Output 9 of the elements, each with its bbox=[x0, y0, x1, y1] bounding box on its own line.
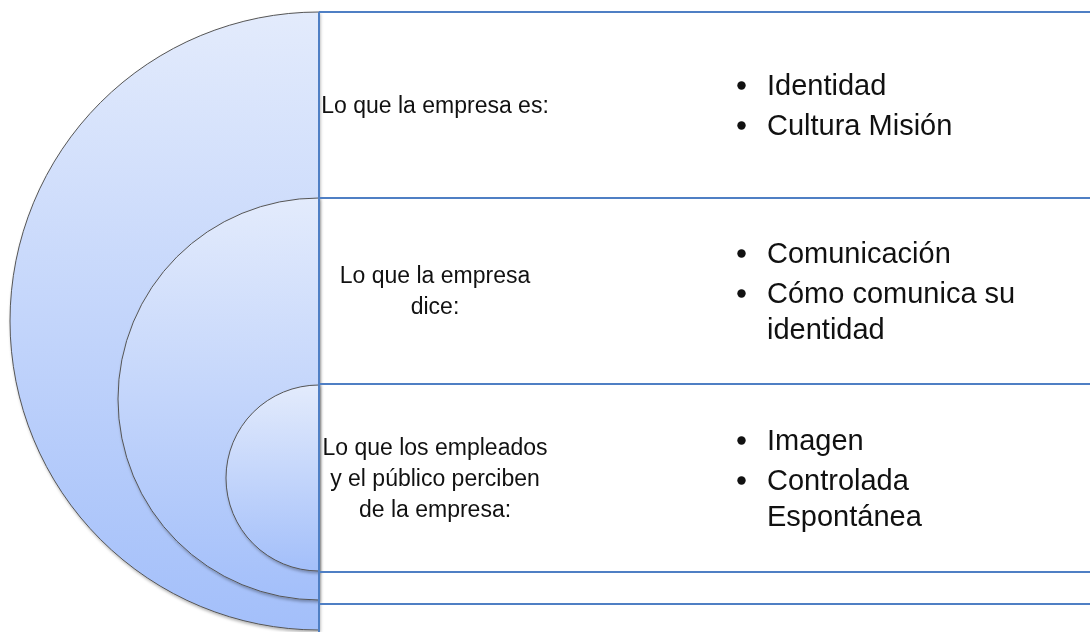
bullet-item: Cómo comunica su identidad bbox=[767, 276, 1017, 347]
bullet-item: Cultura Misión bbox=[767, 108, 954, 143]
bullet-item: Controlada Espontánea bbox=[767, 463, 923, 534]
row-heading: Lo que los empleados y el público perciben de la empresa: bbox=[321, 432, 549, 524]
bullet-item: Comunicación bbox=[767, 236, 952, 271]
row-heading: Lo que la empresa dice: bbox=[338, 261, 532, 321]
row-heading: Lo que la empresa es: bbox=[320, 90, 550, 120]
bullet-item: Imagen bbox=[767, 423, 865, 458]
bullet-item: Identidad bbox=[767, 68, 888, 103]
